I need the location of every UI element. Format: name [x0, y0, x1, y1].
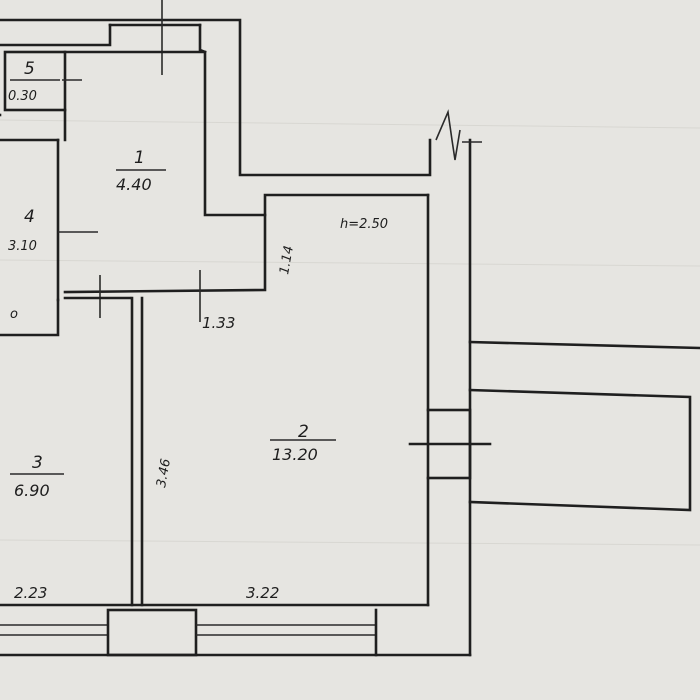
room-5-number: 5: [24, 59, 35, 79]
room-5-box: [3, 50, 67, 112]
dimension-1-33: 1.33: [202, 314, 235, 332]
wall-room-1: [63, 50, 430, 217]
dimension-1-14: 1.14: [277, 245, 297, 276]
room-3-area: 6.90: [14, 481, 50, 500]
room-3-number: 3: [32, 453, 43, 473]
window-bottom-left: [0, 608, 198, 657]
window-bottom-right: [196, 608, 378, 657]
wall-top-outer: [0, 18, 432, 177]
room-4-area: 3.10: [8, 239, 37, 254]
room-labels: 5 0.30 1 4.40 4 3.10 o 2 13.20 3 6.90 h=…: [8, 59, 388, 500]
partition-3-2: [130, 296, 144, 607]
dimension-labels: 1.14 1.33 3.46 2.23 3.22: [14, 245, 297, 602]
fixture-mark: o: [10, 307, 18, 322]
dimension-3-46: 3.46: [154, 458, 174, 489]
room-1-number: 1: [134, 148, 145, 168]
paper-texture: [0, 119, 700, 546]
dimension-2-23: 2.23: [14, 584, 47, 602]
room-1-area: 4.40: [116, 175, 152, 194]
balcony-outer: [468, 340, 700, 512]
room-4-number: 4: [24, 207, 35, 227]
room-2-number: 2: [298, 422, 309, 442]
wall-room-4: [0, 138, 60, 337]
wall-room-1-right: [63, 213, 267, 294]
room-2-area: 13.20: [272, 445, 318, 464]
wall-room-1-left: [56, 108, 67, 302]
ceiling-height: h=2.50: [340, 217, 388, 232]
walls: [0, 0, 700, 657]
break-symbol: [435, 109, 461, 161]
room-5-area: 0.30: [8, 89, 37, 104]
dimension-3-22: 3.22: [246, 584, 279, 602]
